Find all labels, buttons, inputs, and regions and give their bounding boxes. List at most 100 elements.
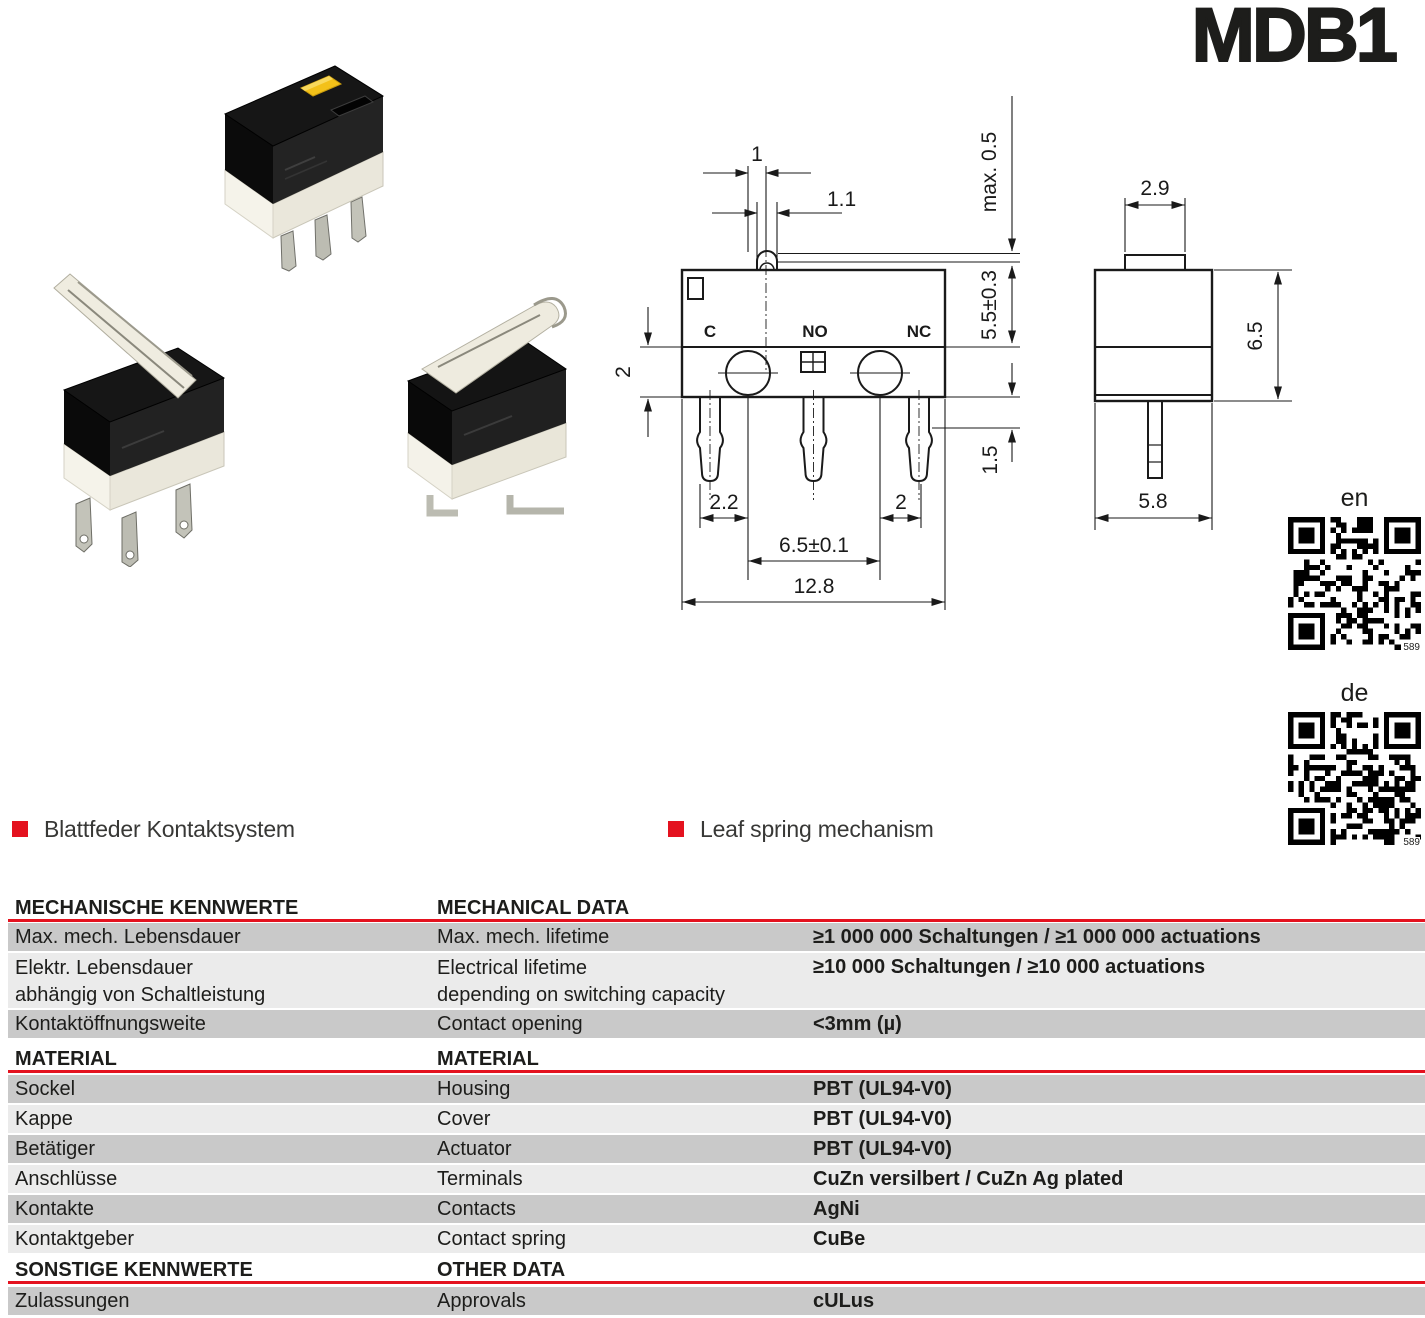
table-row-contact-spring: Kontaktgeber Contact spring CuBe [8,1225,1425,1253]
terminal-label-no: NO [802,322,828,341]
center-lines [709,175,920,500]
dimension-labels: 2.9 6.5 5.8 [1138,177,1267,513]
table-row-approvals: Zulassungen Approvals cULus [8,1287,1425,1315]
row-label-en: Approvals [437,1290,526,1312]
table-row-housing: Sockel Housing PBT (UL94-V0) [8,1075,1425,1103]
row-label-de: Anschlüsse [15,1168,118,1190]
row-value: <3mm (µ) [813,1013,902,1035]
terminal-label-nc: NC [907,322,932,341]
table-row-electrical-lifetime: Elektr. Lebensdauer abhängig von Schaltl… [8,953,1425,1008]
feature-label-en: Leaf spring mechanism [700,815,934,842]
dim-plunger-top-width: 1 [751,143,763,166]
row-value: PBT (UL94-V0) [813,1108,952,1130]
dim-body-height: 5.5±0.3 [978,270,1001,340]
table-row-actuator: Betätiger Actuator PBT (UL94-V0) [8,1135,1425,1163]
dim-pitch-left: 2.2 [709,491,738,514]
row-value: CuZn versilbert / CuZn Ag plated [813,1168,1124,1190]
product-title: MDB1 [1191,0,1399,78]
row-label-de: Kontakte [15,1198,94,1220]
row-label-en: Actuator [437,1138,512,1160]
dim-height: 6.5 [1244,321,1267,350]
row-label-en: Contact spring [437,1228,566,1250]
qr-block-de: de 589 [1288,679,1421,851]
qr-code-en [1288,517,1421,650]
row-value: ≥1 000 000 Schaltungen / ≥1 000 000 actu… [813,926,1261,948]
qr-language-label-en: en [1340,484,1369,512]
product-photo-pin-plunger [223,65,385,272]
section-rule [8,1070,1425,1073]
row-label-en: Housing [437,1078,511,1100]
section-header-mechanical: MECHANISCHE KENNWERTE MECHANICAL DATA [0,897,1425,919]
dim-terminal-length: 1.5 [979,445,1002,474]
row-value: PBT (UL94-V0) [813,1078,952,1100]
product-photo-lever [53,273,226,567]
row-value: CuBe [813,1228,866,1250]
side-view-drawing: 2.9 6.5 5.8 [1093,177,1292,530]
row-value: AgNi [813,1198,860,1220]
dim-hole-spacing: 6.5±0.1 [779,534,849,557]
section-rule [8,1281,1425,1284]
dimension-labels: 1 1.1 max. 0.5 5.5±0.3 2 1.5 2.2 2 6.5±0… [612,132,1002,598]
section-title-de: SONSTIGE KENNWERTE [15,1259,253,1281]
row-label-de: Kontaktgeber [15,1228,134,1250]
dim-pretravel: max. 0.5 [978,132,1001,213]
row-label-en-line2: depending on switching capacity [437,984,725,1006]
feature-item-en: Leaf spring mechanism [668,814,934,844]
product-photo-simulated-roller-lever [406,297,568,517]
row-value: cULus [813,1290,875,1312]
table-row-contacts: Kontakte Contacts AgNi [8,1195,1425,1223]
dim-width: 5.8 [1138,490,1167,513]
section-title-de: MATERIAL [15,1048,117,1070]
dim-contact-depth: 2 [612,366,635,378]
qr-number: 589 [1401,642,1420,653]
row-label-en-line1: Electrical lifetime [437,957,588,979]
feature-item-de: Blattfeder Kontaktsystem [12,814,295,844]
dimension-lines [640,96,1020,610]
section-title-de: MECHANISCHE KENNWERTE [15,897,299,919]
row-label-de: Betätiger [15,1138,96,1160]
row-label-de-line1: Elektr. Lebensdauer [15,957,193,979]
qr-block-en: en 589 [1288,484,1421,656]
dim-total-width: 12.8 [794,575,835,598]
section-rule [8,919,1425,922]
row-label-de: Zulassungen [15,1290,130,1312]
row-label-de: Elektr. Lebensdauer abhängig von Schaltl… [15,955,265,1009]
section-title-en: MECHANICAL DATA [437,897,630,919]
switch-body-outline [680,175,947,500]
row-label-de: Max. mech. Lebensdauer [15,926,241,948]
dimension-lines [1094,198,1292,530]
dim-plunger-base-width: 1.1 [827,188,856,211]
table-row-cover: Kappe Cover PBT (UL94-V0) [8,1105,1425,1133]
yellow-actuator [299,75,343,97]
row-label-en: Cover [437,1108,491,1130]
front-view-drawing: 1 1.1 max. 0.5 5.5±0.3 2 1.5 2.2 2 6.5±0… [612,96,1020,610]
row-value: ≥10 000 Schaltungen / ≥10 000 actuations [813,956,1206,978]
section-header-material: MATERIAL MATERIAL [0,1048,1425,1070]
dim-button-width: 2.9 [1140,177,1169,200]
row-label-en: Contact opening [437,1013,583,1035]
qr-code-de [1288,712,1421,845]
bullet-icon [668,821,684,837]
table-row-terminals: Anschlüsse Terminals CuZn versilbert / C… [8,1165,1425,1193]
row-label-en: Terminals [437,1168,523,1190]
row-label-de: Kappe [15,1108,73,1130]
row-label-en: Electrical lifetime depending on switchi… [437,955,725,1009]
row-label-de: Sockel [15,1078,76,1100]
section-header-other: SONSTIGE KENNWERTE OTHER DATA [0,1259,1425,1281]
qr-language-label-de: de [1340,679,1369,707]
row-label-de: Kontaktöffnungsweite [15,1013,206,1035]
row-value: PBT (UL94-V0) [813,1138,952,1160]
table-row-contact-opening: Kontaktöffnungsweite Contact opening <3m… [8,1010,1425,1038]
section-title-en: OTHER DATA [437,1259,566,1281]
terminal-labels: C NO NC [704,322,931,341]
switch-side-outline [1093,254,1214,479]
feature-label-de: Blattfeder Kontaktsystem [44,815,295,842]
row-label-de-line2: abhängig von Schaltleistung [15,984,266,1006]
bullet-icon [12,821,28,837]
qr-number: 589 [1401,837,1420,848]
section-title-en: MATERIAL [437,1048,539,1070]
dim-pitch-right: 2 [895,491,907,514]
terminal-label-c: C [704,322,716,341]
table-row-max-mech-lifetime: Max. mech. Lebensdauer Max. mech. lifeti… [8,923,1425,951]
row-label-en: Max. mech. lifetime [437,926,610,948]
